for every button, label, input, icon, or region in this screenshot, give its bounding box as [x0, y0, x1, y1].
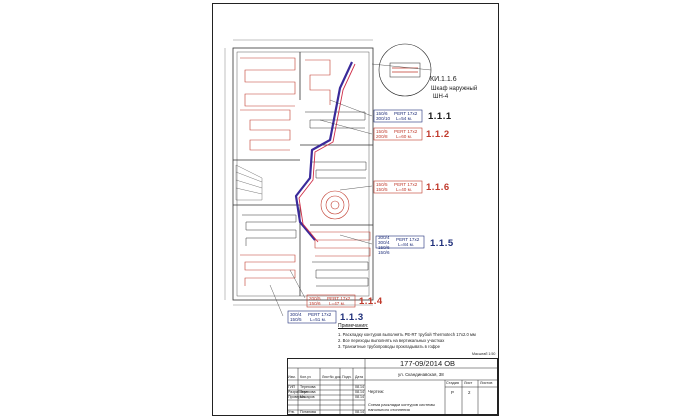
circuit-pipe: PERT 17x2: [308, 312, 332, 317]
scale-note: Масштаб 1:50: [472, 352, 496, 356]
cabinet-desc-line2: ШН-4: [433, 94, 449, 100]
object-address: ул. Скандинавская, 38: [398, 372, 444, 377]
circuit-pipe: PERT 17x2: [327, 296, 351, 301]
stage-value: Р: [451, 390, 454, 395]
circuit-flow4: 150/6: [378, 250, 390, 255]
person-role: Проверил: [288, 395, 305, 399]
person-role: ГИП: [288, 385, 296, 389]
circuit-pipe: PERT 17x2: [396, 237, 420, 242]
sheet-header: Лист: [464, 381, 473, 385]
circuit-id: 1.1.4: [359, 296, 383, 307]
dark-circuit-loops: [242, 111, 369, 287]
circuit-flow2: 300/4: [378, 240, 390, 245]
col-header: № док.: [330, 375, 342, 379]
cabinet-desc-line1: Шкаф наружный: [431, 86, 478, 92]
circuit-id: 1.1.5: [430, 238, 454, 249]
circuit-id: 1.1.1: [428, 111, 452, 122]
titleblock-grid: [287, 358, 498, 415]
sheet-value: 2: [468, 390, 471, 395]
red-circuit-loops: [240, 57, 371, 286]
staircase: [235, 164, 263, 201]
title-block: [287, 358, 498, 415]
note-item: 3. Транзитные трубопроводы прокладывать …: [338, 344, 440, 349]
circuit-flow1: 300/4: [378, 235, 390, 240]
circuit-id: 1.1.6: [426, 182, 450, 193]
person-date: 08.14: [355, 385, 364, 389]
circuit-pipe: PERT 17x2: [394, 111, 418, 116]
circuit-length: L=60 м.: [396, 134, 413, 139]
circuit-flow1: 150/5: [376, 129, 388, 134]
circuit-id: 1.1.2: [426, 129, 450, 140]
cabinet-detail-callout: [371, 43, 432, 97]
sheets-header: Листов: [480, 381, 493, 385]
manifold-pipes: [294, 61, 356, 243]
circuit-pipe: PERT 17x2: [394, 129, 418, 134]
col-header: Изм.: [288, 375, 296, 379]
circuit-length: L=54 м.: [396, 116, 413, 121]
circuit-flow3: 150/6: [378, 245, 390, 250]
leader-lines: [269, 99, 373, 317]
circuit-length: L=47 м.: [329, 301, 346, 306]
circuit-pipe: PERT 17x2: [394, 182, 418, 187]
circuit-flow2: 200/8: [376, 134, 388, 139]
note-item: 2. Все переходы выполнять на вертикальны…: [338, 338, 445, 343]
circuit-flow1: 200/5: [309, 296, 321, 301]
dimension-lines: [224, 39, 373, 306]
sheet-title: Схема раскладки контуров системы напольн…: [368, 402, 436, 412]
drawing-code: 177-09/2014 ОВ: [400, 359, 456, 368]
person-date: 08.14: [355, 395, 364, 399]
person-role: Разработал: [288, 390, 308, 394]
stage-header: Стадия: [446, 381, 459, 385]
note-item: 1. Раскладку контуров выполнять PE-RT тр…: [338, 332, 476, 337]
person-name: Макаров: [300, 395, 315, 399]
circuit-length: L=51 м.: [310, 317, 327, 322]
circuit-length: L=84 м.: [398, 242, 415, 247]
cabinet-code: КИ.1.1.6: [430, 76, 457, 83]
circuit-flow2: 150/6: [309, 301, 321, 306]
col-header: Кол.уч: [300, 375, 311, 379]
person-name: Потапова: [300, 410, 316, 414]
circuit-flow2: 150/5: [376, 187, 388, 192]
col-header: Дата: [355, 375, 363, 379]
person-date: 08.14: [355, 410, 364, 414]
notes-block: Примечания: 1. Раскладку контуров выполн…: [338, 323, 488, 350]
circuit-flow2: 300/10: [376, 116, 391, 121]
col-header: Подп.: [342, 375, 352, 379]
circuit-flow2: 150/5: [290, 317, 302, 322]
circuit-id: 1.1.3: [340, 312, 364, 323]
person-role: Утв.: [288, 410, 295, 414]
circuit-length: L=40 м.: [396, 187, 413, 192]
col-header: Лист: [322, 375, 330, 379]
circuit-flow1: 300/4: [290, 312, 302, 317]
circuit-label-boxes: [287, 109, 425, 324]
notes-title: Примечания:: [338, 323, 369, 329]
person-date: 08.14: [355, 390, 364, 394]
drawing-label: Чертеж:: [368, 389, 385, 394]
circuit-flow1: 150/6: [376, 111, 388, 116]
person-name: Терехова: [300, 390, 316, 394]
circuit-flow1: 150/5: [376, 182, 388, 187]
drawing-sheet-frame: [212, 3, 499, 416]
person-name: Терехова: [300, 385, 316, 389]
